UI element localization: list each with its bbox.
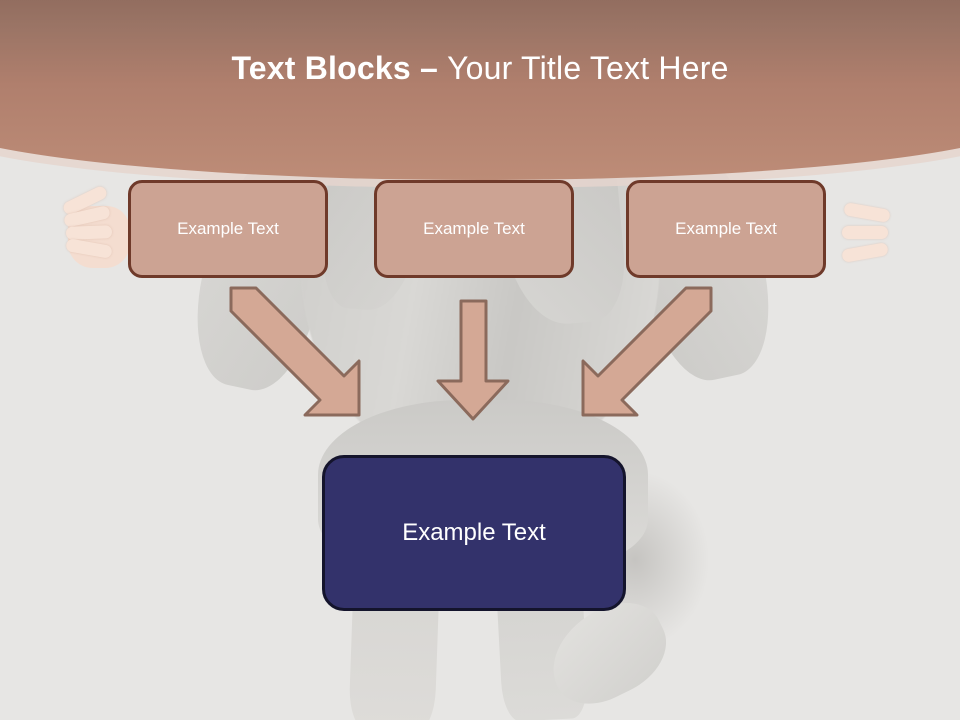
arrow-down-icon (436, 299, 510, 421)
title-bold-part: Text Blocks (231, 50, 420, 86)
arrow-down-right-icon (229, 286, 361, 417)
text-block-3-label: Example Text (675, 219, 777, 238)
text-block-3[interactable]: Example Text (626, 180, 826, 278)
right-finger (842, 226, 888, 239)
text-block-1[interactable]: Example Text (128, 180, 328, 278)
title-light-part: Your Title Text Here (447, 50, 729, 86)
photo-left-hand (58, 184, 132, 272)
photo-right-hand (828, 186, 902, 274)
result-block[interactable]: Example Text (322, 455, 626, 611)
title-dash: – (419, 50, 448, 86)
text-block-2-label: Example Text (423, 219, 525, 238)
arrow-down-left-icon (581, 286, 713, 417)
text-block-2[interactable]: Example Text (374, 180, 574, 278)
page-title: Text Blocks – Your Title Text Here (0, 50, 960, 87)
header-band (0, 0, 960, 180)
text-block-1-label: Example Text (177, 219, 279, 238)
result-block-label: Example Text (402, 519, 546, 546)
